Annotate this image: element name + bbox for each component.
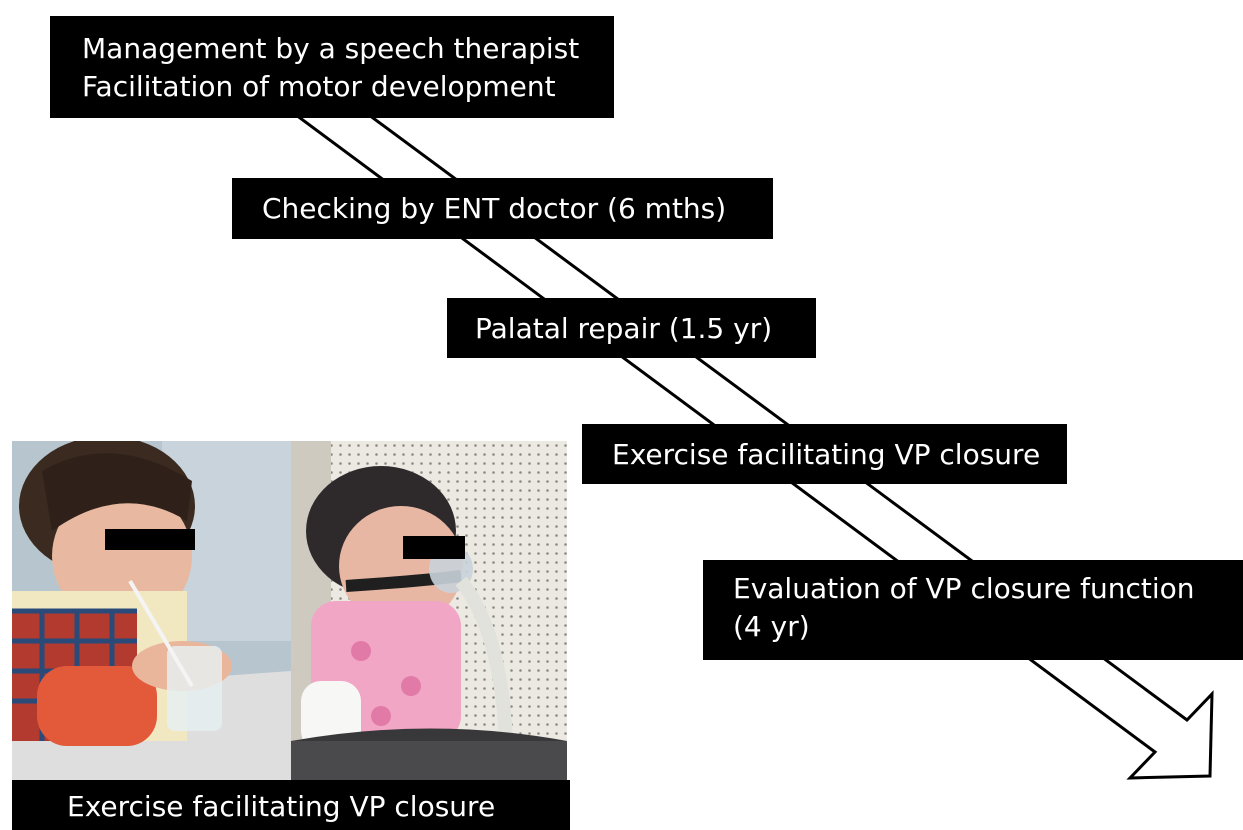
step-box-vp-exercise: Exercise facilitating VP closure [582,424,1067,484]
photo-caption-box: Exercise facilitating VP closure [12,780,570,830]
photo-straw-exercise [12,441,291,780]
step-text-line: Checking by ENT doctor (6 mths) [262,192,727,225]
step-text-line: Management by a speech therapist [82,32,580,65]
step-box-vp-evaluation: Evaluation of VP closure function (4 yr) [703,560,1243,660]
step-text-line: Evaluation of VP closure function [733,572,1195,605]
photo-caption-text: Exercise facilitating VP closure [67,790,496,823]
censor-bar [105,529,195,550]
step-box-palatal-repair: Palatal repair (1.5 yr) [447,298,816,358]
photo-cpap-exercise [291,441,567,780]
step-box-ent-check: Checking by ENT doctor (6 mths) [232,178,773,239]
step-text-line: Palatal repair (1.5 yr) [475,312,773,345]
step-box-speech-therapist: Management by a speech therapist Facilit… [50,16,614,118]
step-text-line: Exercise facilitating VP closure [612,438,1041,471]
censor-bar [403,536,465,559]
step-text-line: (4 yr) [733,609,810,643]
step-text-line: Facilitation of motor development [82,69,556,103]
